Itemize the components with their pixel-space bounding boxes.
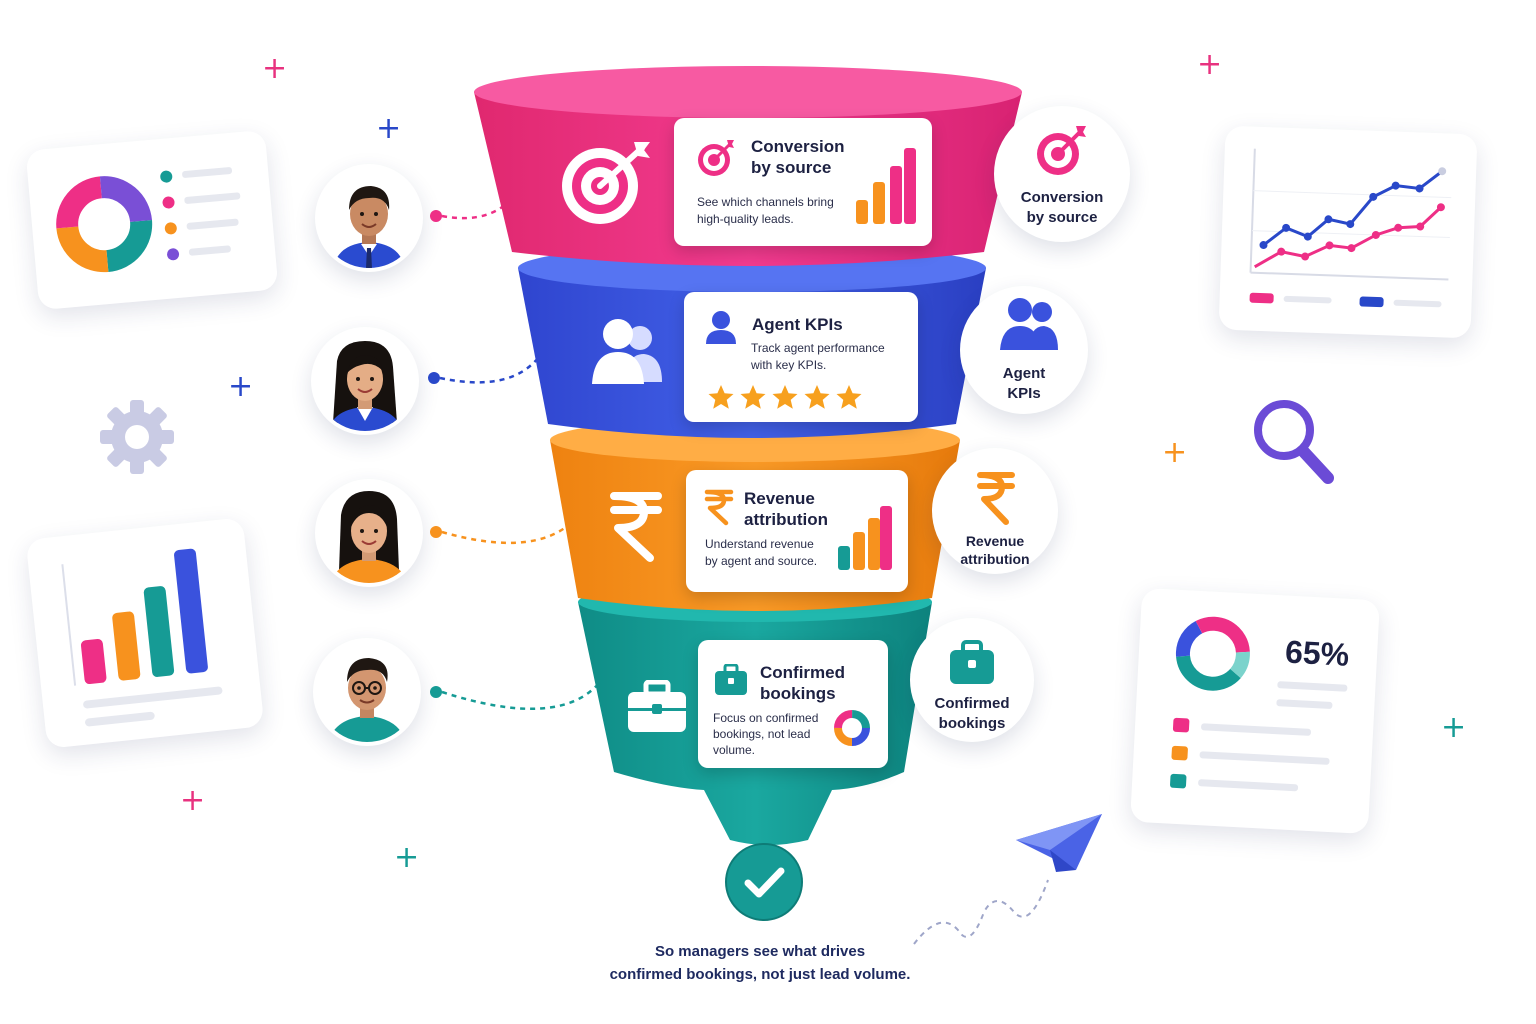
donut-chart-icon — [832, 708, 872, 748]
bar-chart-icon — [836, 506, 896, 572]
plus-decoration: + — [376, 111, 402, 146]
briefcase-icon — [714, 664, 748, 696]
stage-title: Conversion by source — [751, 137, 845, 177]
avatar-woman-orange — [315, 479, 423, 587]
plus-decoration: + — [1162, 435, 1188, 470]
bar-chart-icon — [854, 148, 918, 226]
target-icon — [1034, 124, 1090, 176]
plus-decoration: + — [1197, 47, 1223, 82]
stage-description: Track agent performance with key KPIs. — [751, 341, 885, 372]
avatar-woman-blue — [311, 327, 419, 435]
stage-title: Revenue attribution — [744, 489, 829, 529]
bar-chart-card — [25, 517, 265, 749]
stage-card-agent-kpis: Agent KPIs Track agent performance with … — [684, 292, 918, 422]
briefcase-icon — [948, 640, 996, 686]
target-icon — [556, 138, 656, 228]
stage-description: Focus on confirmed bookings, not lead vo… — [713, 711, 819, 757]
rupee-icon — [606, 488, 666, 564]
user-icon — [704, 310, 738, 346]
stage-title: Agent KPIs — [752, 315, 843, 334]
donut-chart-icon — [1170, 616, 1348, 792]
magnifier-icon — [1250, 396, 1336, 488]
rupee-icon — [704, 488, 734, 526]
rating-stars — [708, 384, 868, 412]
stage-description: Understand revenue by agent and source. — [705, 537, 818, 568]
avatar-man-teal — [313, 638, 421, 746]
bar-chart-icon — [61, 548, 223, 727]
line-chart-icon — [1249, 148, 1452, 308]
side-label: Agent KPIs — [1002, 365, 1046, 402]
side-badge-revenue: Revenue attribution — [932, 448, 1058, 574]
users-icon — [998, 296, 1060, 352]
stage-card-conversion: Conversion by source See which channels … — [674, 118, 932, 246]
side-badge-confirmed: Confirmed bookings — [910, 618, 1034, 742]
side-label: Revenue attribution — [960, 533, 1030, 567]
stage-card-confirmed: Confirmed bookings Focus on confirmed bo… — [698, 640, 888, 768]
plus-decoration: + — [394, 840, 420, 875]
paper-plane-icon — [1014, 812, 1106, 876]
funnel-caption: So managers see what drives confirmed bo… — [609, 943, 911, 983]
donut-chart-card — [25, 129, 279, 311]
stage-title: Confirmed bookings — [760, 663, 845, 703]
plus-decoration: + — [262, 51, 288, 86]
stage-card-revenue: Revenue attribution Understand revenue b… — [686, 470, 908, 592]
avatar-man-blue — [315, 164, 423, 272]
rupee-icon — [976, 470, 1016, 526]
briefcase-icon — [626, 680, 688, 736]
stat-percentage: 65% — [1284, 633, 1351, 673]
side-label: Conversion by source — [1020, 189, 1104, 226]
check-icon — [724, 842, 804, 922]
plus-decoration: + — [180, 783, 206, 818]
side-badge-agent-kpis: Agent KPIs — [960, 286, 1088, 414]
line-chart-card — [1218, 125, 1478, 339]
stat-card: 65% — [1130, 587, 1380, 835]
donut-chart-icon — [56, 167, 241, 273]
side-badge-conversion: Conversion by source — [994, 106, 1130, 242]
plus-decoration: + — [1441, 710, 1467, 745]
users-icon — [588, 312, 668, 388]
side-label: Confirmed bookings — [934, 695, 1010, 732]
plus-decoration: + — [228, 369, 254, 404]
target-icon — [696, 138, 736, 178]
gear-icon — [98, 398, 176, 476]
stage-description: See which channels bring high-quality le… — [697, 195, 834, 226]
